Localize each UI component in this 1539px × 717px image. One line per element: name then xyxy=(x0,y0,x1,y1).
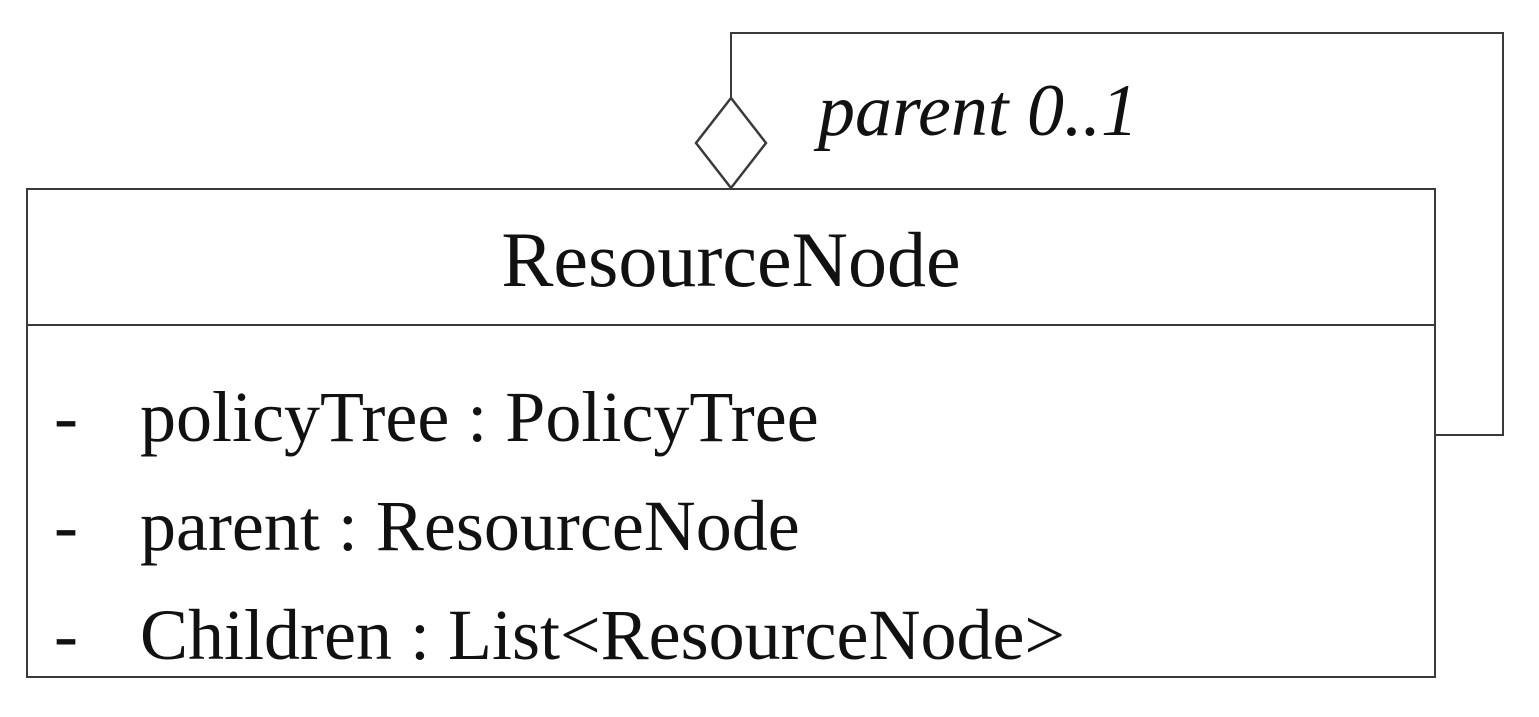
attribute-text: parent : ResourceNode xyxy=(140,485,800,566)
self-association-line xyxy=(730,32,1504,436)
attribute-visibility: - xyxy=(54,376,78,457)
uml-class-resource-node: ResourceNode - policyTree : PolicyTree -… xyxy=(26,188,1436,678)
attribute-list: - policyTree : PolicyTree - parent : Res… xyxy=(28,326,1434,689)
aggregation-diamond-icon xyxy=(694,95,768,191)
attribute-text: policyTree : PolicyTree xyxy=(140,376,819,457)
attribute-row: - policyTree : PolicyTree xyxy=(28,362,1434,471)
attribute-row: - Children : List<ResourceNode> xyxy=(28,580,1434,689)
attribute-visibility: - xyxy=(54,594,78,675)
attribute-row: - parent : ResourceNode xyxy=(28,471,1434,580)
attribute-text: Children : List<ResourceNode> xyxy=(140,594,1066,675)
attribute-visibility: - xyxy=(54,485,78,566)
class-name: ResourceNode xyxy=(28,190,1434,326)
association-label: parent 0..1 xyxy=(818,70,1138,152)
